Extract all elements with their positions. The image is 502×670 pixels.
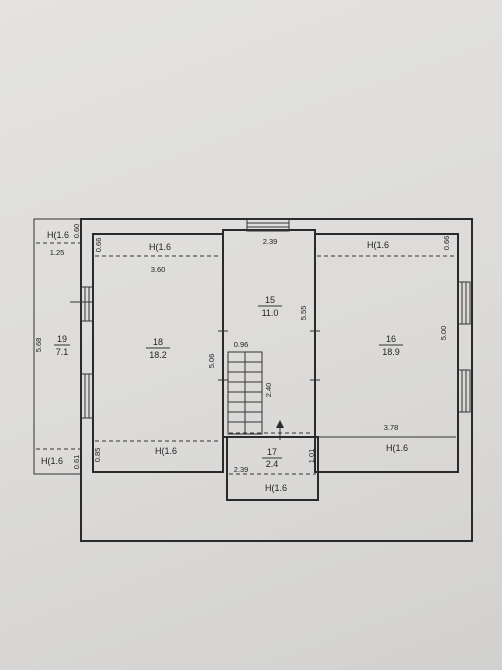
dimension-label: 0.66	[442, 236, 451, 251]
room-19-label: 19 7.1	[54, 334, 70, 357]
svg-text:18.2: 18.2	[149, 350, 167, 360]
window-right-upper	[457, 281, 471, 325]
dimension-label: 0.61	[72, 455, 81, 470]
window-top	[246, 218, 290, 232]
dimension-label: 3.78	[384, 423, 399, 432]
dimension-label: 5.55	[299, 306, 308, 321]
dimension-label: 0.60	[72, 224, 81, 239]
room-16-outline	[314, 233, 459, 473]
room-15-label: 15 11.0	[258, 295, 282, 318]
svg-text:16: 16	[386, 334, 396, 344]
dimension-label: 5.00	[439, 326, 448, 341]
window-left-lower	[80, 373, 94, 419]
height-label: H(1.6	[265, 483, 287, 493]
dimension-label: 1.25	[50, 248, 65, 257]
up-arrow-icon	[276, 420, 284, 440]
svg-text:7.1: 7.1	[56, 347, 69, 357]
window-right-lower	[457, 369, 471, 413]
height-label: H(1.6	[367, 240, 389, 250]
window-left-upper	[80, 286, 94, 322]
svg-text:18.9: 18.9	[382, 347, 400, 357]
room-16-label: 16 18.9	[379, 334, 403, 357]
dimension-label: 3.60	[151, 265, 166, 274]
dimension-label: 2.39	[263, 237, 278, 246]
svg-text:17: 17	[267, 447, 277, 457]
dimension-label: 0.96	[234, 340, 249, 349]
svg-text:2.4: 2.4	[266, 459, 279, 469]
dimension-label: 0.66	[94, 238, 103, 253]
dimension-label: 5.06	[207, 354, 216, 369]
room-15-outline	[222, 229, 316, 438]
svg-text:19: 19	[57, 334, 67, 344]
dimension-label: 5.68	[34, 338, 43, 353]
dimension-label: 0.85	[93, 448, 102, 463]
height-label: H(1.6	[149, 242, 171, 252]
height-label: H(1.6	[386, 443, 408, 453]
room-17-label: 17 2.4	[262, 447, 282, 469]
svg-text:11.0: 11.0	[262, 308, 279, 318]
room-17-outline	[226, 436, 319, 501]
staircase	[227, 351, 263, 435]
room-19-outline	[33, 218, 81, 475]
height-label: H(1.6	[155, 446, 177, 456]
svg-text:15: 15	[265, 295, 275, 305]
svg-text:18: 18	[153, 337, 163, 347]
room-18-label: 18 18.2	[146, 337, 170, 360]
height-label: H(1.6	[47, 230, 69, 240]
dimension-label: 2.39	[234, 465, 249, 474]
height-label: H(1.6	[41, 456, 63, 466]
dimension-label: 1.01	[307, 449, 316, 464]
dimension-label: 2.40	[264, 383, 273, 398]
